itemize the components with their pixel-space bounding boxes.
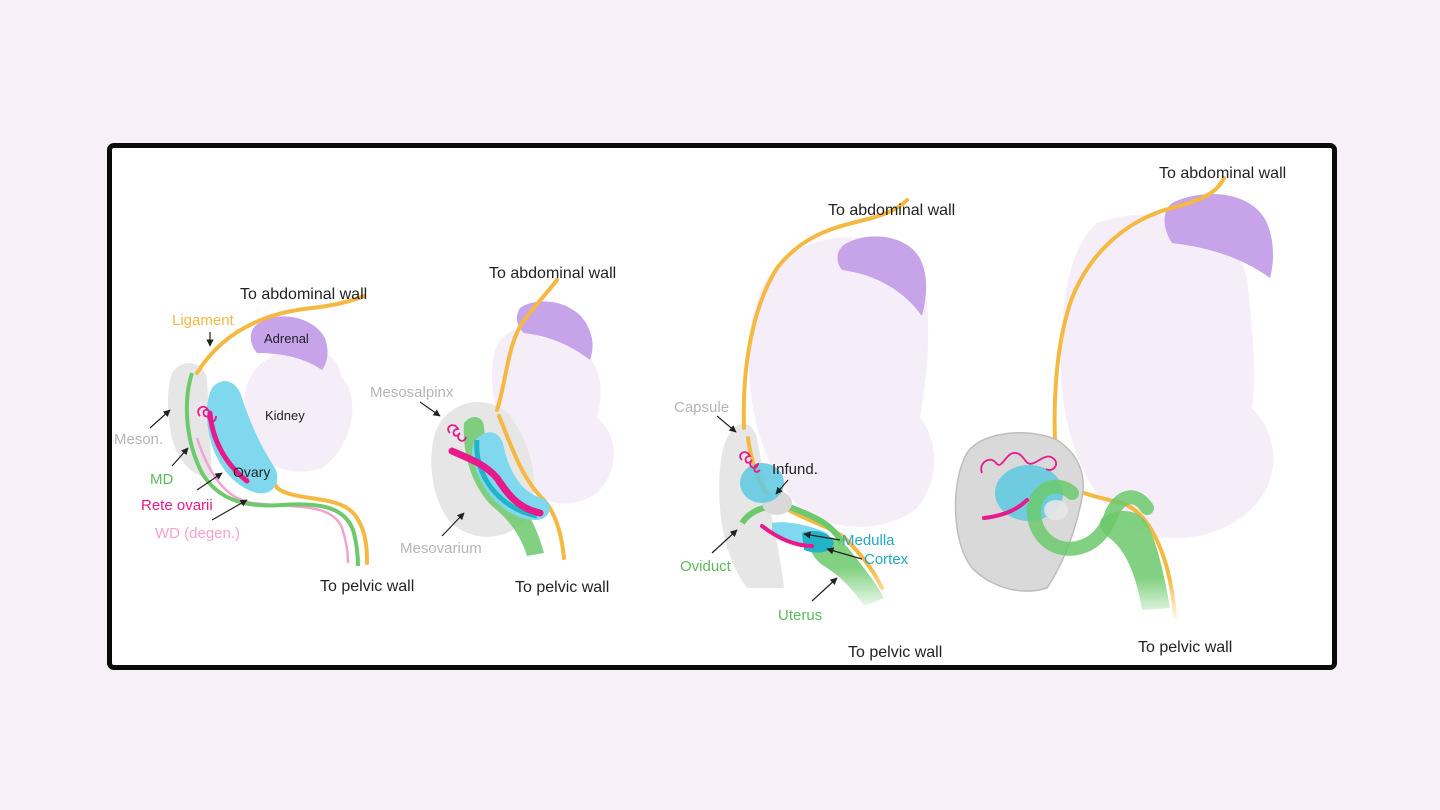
rete-ovarii-1-coil xyxy=(197,405,217,423)
panel-1: To abdominal wall Ligament Adrenal Kidne… xyxy=(114,286,414,595)
label-pelvic-2: To pelvic wall xyxy=(515,579,609,596)
label-pelvic-1: To pelvic wall xyxy=(320,578,414,595)
arrow-wd xyxy=(211,499,248,521)
arrow-meson xyxy=(149,409,171,429)
adrenal-1 xyxy=(250,316,328,370)
arrow-medulla xyxy=(803,531,841,541)
adrenal-3 xyxy=(837,236,927,316)
label-pelvic-4: To pelvic wall xyxy=(1138,639,1232,656)
oviduct-3 xyxy=(739,503,845,545)
ligament-1 xyxy=(195,294,366,375)
diagram-frame: To abdominal wall Ligament Adrenal Kidne… xyxy=(107,143,1337,670)
arrow-infund xyxy=(775,479,789,495)
rete-ovarii-3-coil xyxy=(739,451,761,473)
arrow-cortex xyxy=(826,547,863,560)
label-adrenal: Adrenal xyxy=(264,331,309,346)
arrow-mesovarium xyxy=(441,512,465,537)
ovary-development-diagram: To abdominal wall Ligament Adrenal Kidne… xyxy=(114,165,1286,661)
label-md: MD xyxy=(150,471,173,488)
rete-ovarii-4 xyxy=(982,498,1029,520)
label-abdominal-3: To abdominal wall xyxy=(828,202,955,219)
ovary-1 xyxy=(206,381,278,494)
label-rete-ovarii: Rete ovarii xyxy=(141,497,213,514)
label-pelvic-3: To pelvic wall xyxy=(848,644,942,661)
cortex-2 xyxy=(474,439,538,519)
label-oviduct: Oviduct xyxy=(680,558,732,575)
fade-3 xyxy=(802,568,912,613)
label-abdominal-4: To abdominal wall xyxy=(1159,165,1286,182)
oviduct-4 xyxy=(1026,479,1154,556)
label-ovary: Ovary xyxy=(233,464,270,480)
label-kidney: Kidney xyxy=(265,408,305,423)
arrow-capsule xyxy=(716,415,737,433)
label-ligament: Ligament xyxy=(172,312,235,329)
ligament-3 xyxy=(741,198,909,430)
label-abdominal-2: To abdominal wall xyxy=(489,265,616,282)
ovary-2 xyxy=(472,432,550,520)
label-wd: WD (degen.) xyxy=(155,525,240,542)
ligament-2-lower xyxy=(497,414,566,560)
panel-2: To abdominal wall Mesosalpinx Mesovarium… xyxy=(370,265,616,596)
arrow-uterus xyxy=(811,577,838,602)
kidney-1 xyxy=(244,347,353,472)
capsule-3 xyxy=(719,423,784,588)
kidney-4 xyxy=(1060,214,1274,539)
adrenal-2 xyxy=(516,301,593,360)
label-uterus: Uterus xyxy=(778,607,822,624)
kidney-3 xyxy=(748,237,935,527)
ligament-2 xyxy=(495,278,559,412)
label-capsule: Capsule xyxy=(674,399,729,416)
arrow-md xyxy=(171,447,189,467)
arrow-mesosalpinx xyxy=(419,401,441,417)
arrow-rete xyxy=(196,472,223,491)
label-mesovarium: Mesovarium xyxy=(400,540,482,557)
label-meson: Meson. xyxy=(114,431,163,448)
infundibulum-4 xyxy=(1044,500,1068,520)
rete-ovarii-3 xyxy=(760,524,814,548)
adrenal-4 xyxy=(1164,194,1274,278)
panel-4: To abdominal wall To pelvic wall xyxy=(954,165,1286,656)
panel-3: To abdominal wall Capsule Infund. Medull… xyxy=(674,198,955,661)
rete-ovarii-2 xyxy=(448,447,544,517)
label-mesosalpinx: Mesosalpinx xyxy=(370,384,454,401)
label-infund: Infund. xyxy=(772,461,818,478)
ligament-4 xyxy=(1052,176,1226,470)
rete-ovarii-4-coil xyxy=(980,452,1058,474)
label-abdominal-1: To abdominal wall xyxy=(240,286,367,303)
ovary-3 xyxy=(740,463,784,503)
label-medulla: Medulla xyxy=(842,532,895,549)
md-1 xyxy=(184,372,360,567)
arrow-oviduct xyxy=(711,529,738,554)
fade-4 xyxy=(1102,578,1202,623)
label-cortex: Cortex xyxy=(864,551,909,568)
rete-ovarii-2-coil xyxy=(447,424,467,442)
